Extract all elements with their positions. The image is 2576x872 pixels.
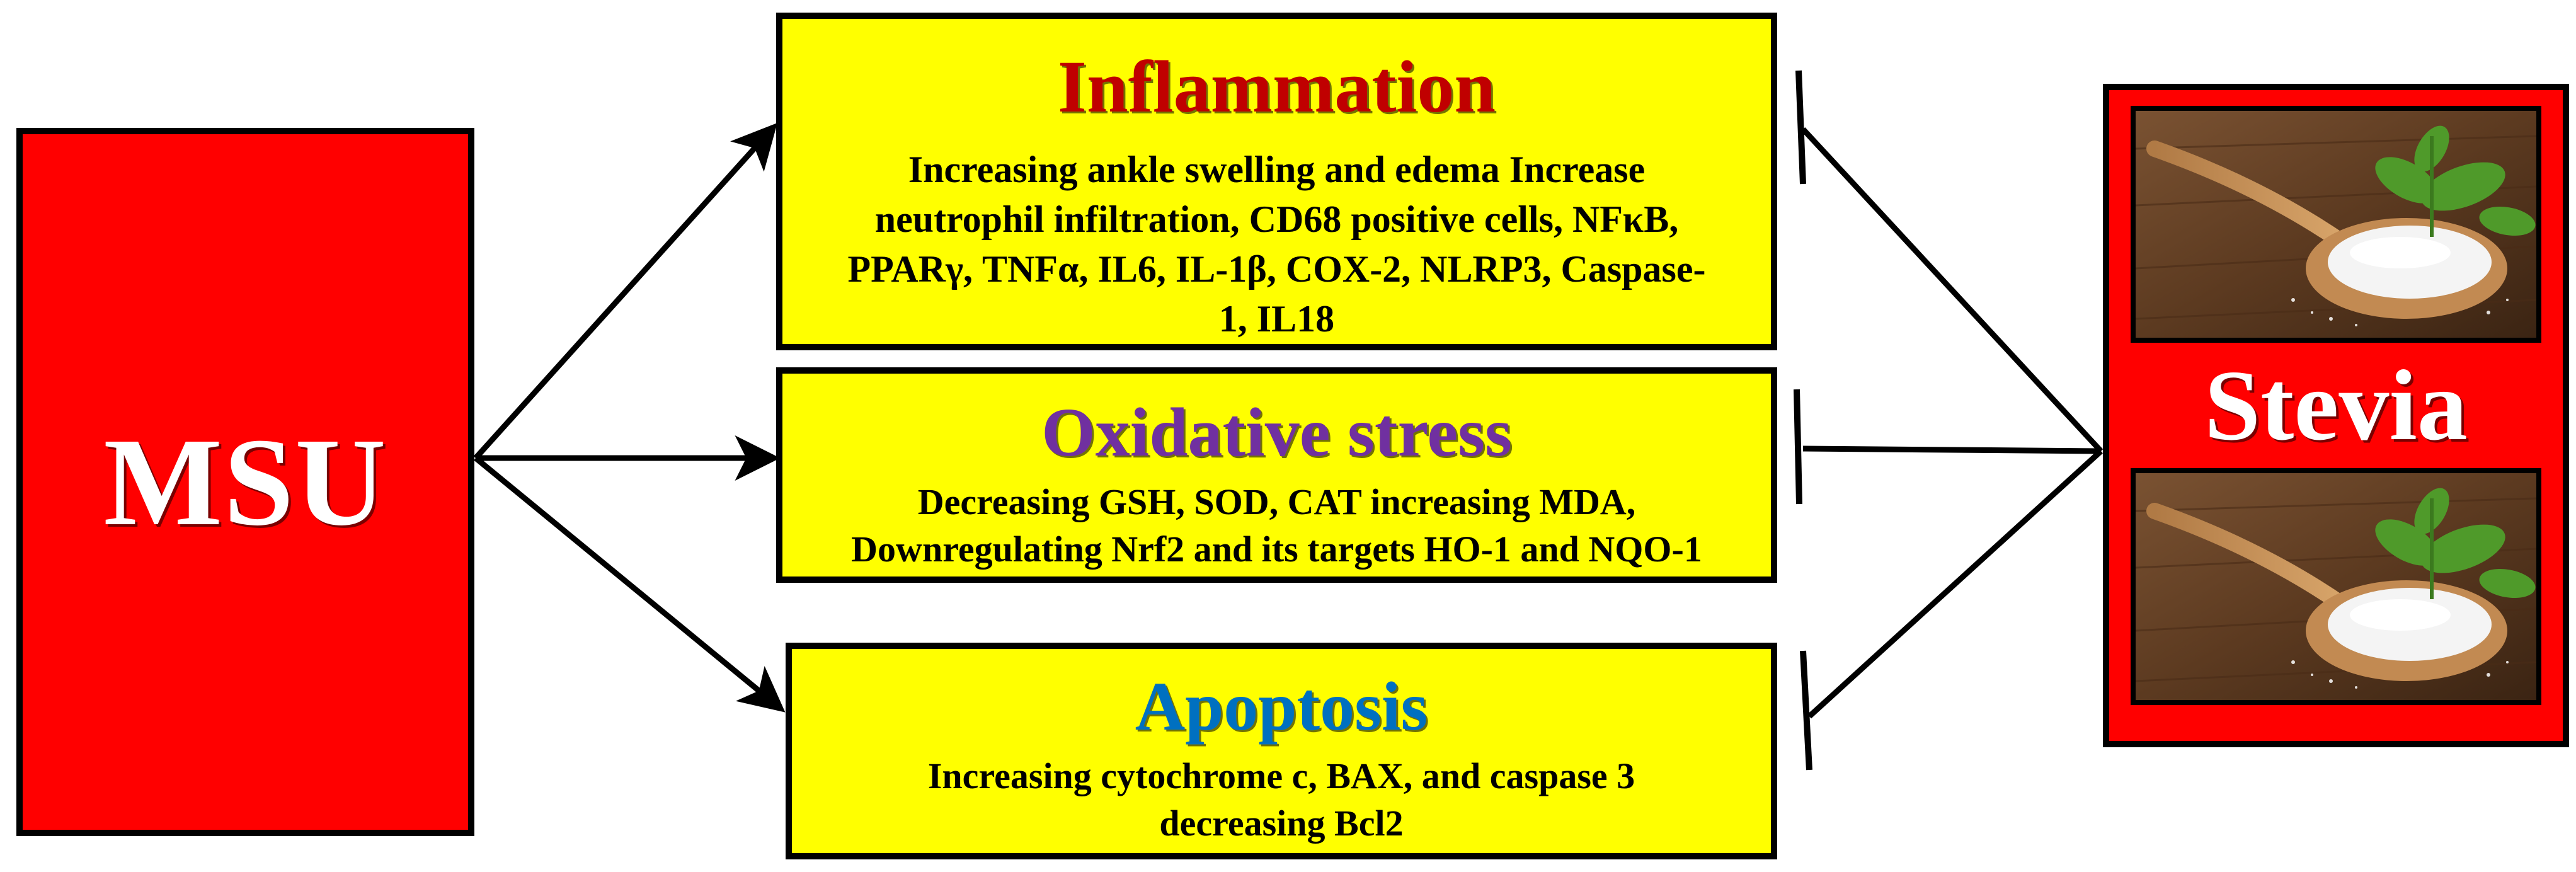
msu-label: MSU <box>103 412 387 552</box>
stevia-spoon-photo-top <box>2131 106 2541 343</box>
stevia-spoon-photo-icon <box>2136 111 2536 338</box>
apoptosis-box: Apoptosis Increasing cytochrome c, BAX, … <box>786 643 1777 859</box>
inflammation-box: Inflammation Increasing ankle swelling a… <box>776 13 1777 350</box>
stevia-spoon-photo-bottom <box>2131 468 2541 705</box>
inhibit-bar-apoptosis <box>1800 650 1812 771</box>
inhibit-bar-oxidative-stress <box>1794 389 1802 505</box>
inflammation-title: Inflammation <box>1058 45 1496 128</box>
oxidative-stress-title: Oxidative stress <box>1041 394 1512 471</box>
inhibit-line-inflammation <box>1800 127 2104 454</box>
stevia-label: Stevia <box>2204 348 2468 461</box>
inhibit-line-oxidative-stress <box>1802 445 2102 454</box>
apoptosis-text: Increasing cytochrome c, BAX, and caspas… <box>927 755 1635 844</box>
inhibit-line-apoptosis <box>1807 449 2104 719</box>
oxidative-stress-text: Decreasing GSH, SOD, CAT increasing MDA,… <box>851 481 1702 570</box>
inhibit-bar-inflammation <box>1795 70 1806 185</box>
stevia-box: Stevia <box>2103 84 2569 747</box>
inflammation-text: Increasing ankle swelling and edema Incr… <box>847 148 1706 340</box>
stevia-spoon-photo-icon <box>2136 473 2536 700</box>
apoptosis-title: Apoptosis <box>1135 668 1428 745</box>
arrow-msu-to-inflammation <box>473 122 778 461</box>
arrow-msu-to-apoptosis <box>474 456 786 713</box>
oxidative-stress-box: Oxidative stress Decreasing GSH, SOD, CA… <box>776 367 1777 583</box>
msu-box: MSU <box>16 128 474 836</box>
